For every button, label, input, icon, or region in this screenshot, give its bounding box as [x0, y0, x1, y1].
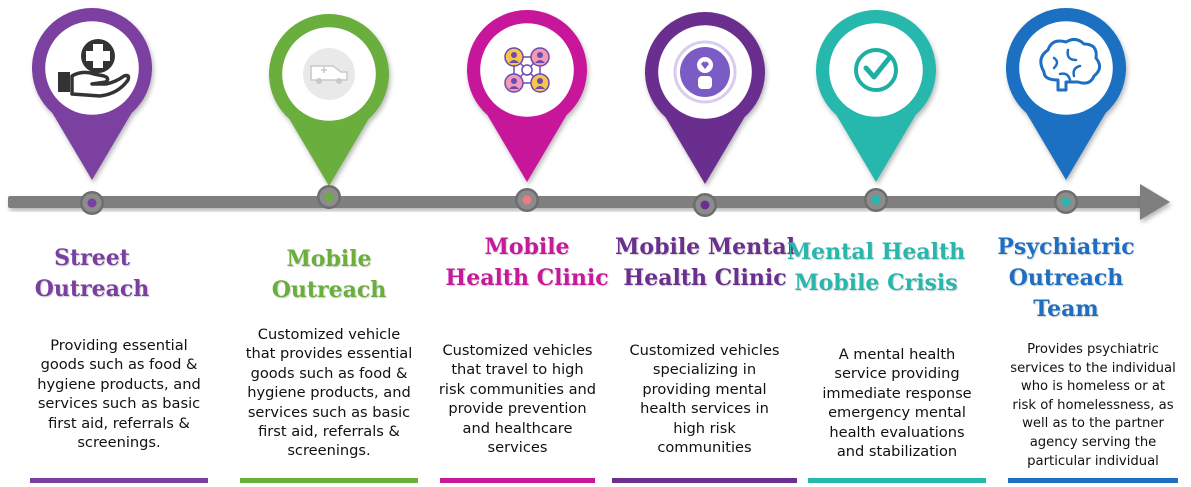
stage-description: Customized vehicles specializing in prov…: [629, 342, 780, 457]
timeline-arrow-head: [1140, 184, 1170, 220]
stage-underline: [440, 478, 595, 483]
location-pin-3: [467, 10, 587, 183]
stage-underline: [1008, 478, 1178, 483]
stage-title: Psychiatric Outreach Team: [997, 234, 1135, 322]
brain-icon: [1039, 37, 1101, 92]
timeline-node-3: [515, 188, 539, 212]
person-heart-icon: [673, 40, 737, 104]
hand-medical-cross-icon: [58, 39, 131, 98]
timeline-node-1: [80, 191, 104, 215]
stage-underline: [240, 478, 418, 483]
location-pin-4: [645, 12, 765, 185]
stage-description: Provides psychiatric services to the ind…: [1010, 342, 1176, 469]
stage-title: Mobile Health Clinic: [445, 234, 609, 291]
location-pin-5: [816, 10, 937, 183]
ambulance-van-icon: [303, 48, 355, 100]
timeline-node-2: [317, 185, 341, 209]
stage-title: Mental Health Mobile Crisis: [786, 239, 966, 296]
stage-title: Mobile Outreach: [271, 246, 387, 303]
stage-underline: [808, 478, 986, 483]
stage-underline: [30, 478, 208, 483]
location-pin-6: [1006, 8, 1126, 181]
timeline-node-5: [864, 188, 888, 212]
stage-description: Customized vehicles that travel to high …: [438, 342, 597, 457]
connected-people-icon: [504, 47, 550, 93]
timeline-arrow-shaft: [8, 196, 1148, 208]
check-badge-icon: [854, 48, 898, 92]
stage-title: Mobile Mental Health Clinic: [615, 234, 795, 291]
stage-title: Street Outreach: [34, 245, 150, 302]
timeline-node-6: [1054, 190, 1078, 214]
stage-description: Customized vehicle that provides essenti…: [245, 326, 413, 460]
timeline-node-4: [693, 193, 717, 217]
stage-underline: [612, 478, 797, 483]
stage-description: Providing essential goods such as food &…: [37, 337, 201, 452]
stage-description: A mental health service providing immedi…: [822, 346, 972, 461]
